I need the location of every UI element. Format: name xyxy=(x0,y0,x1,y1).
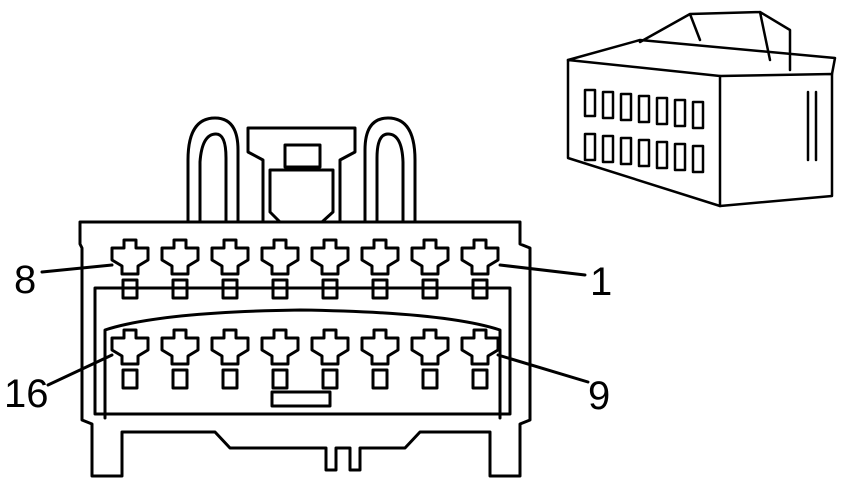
pin-cavity-3 xyxy=(360,238,400,276)
pin-cavity-6-tail xyxy=(221,278,239,300)
iso-cavity xyxy=(601,134,615,164)
pin-cavity-1 xyxy=(460,238,500,276)
pin-cavity-16-tail xyxy=(121,368,139,390)
pin-cavity-10 xyxy=(410,328,450,366)
iso-cavity xyxy=(619,136,633,166)
leader-line-1 xyxy=(498,263,587,277)
pin-cavity-13 xyxy=(260,328,300,366)
pin-row-top xyxy=(110,238,500,300)
latch-arm-left-inner xyxy=(198,132,228,224)
pin-cavity-5 xyxy=(260,238,300,276)
pin-cavity-15 xyxy=(160,328,200,366)
pin-cavity-3-tail xyxy=(371,278,389,300)
lock-tab-window xyxy=(283,143,322,169)
pin-cavity-8 xyxy=(110,238,150,276)
pin-cavity-10-tail xyxy=(421,368,439,390)
inner-frame xyxy=(93,286,512,416)
pin-label-bottom-right: 9 xyxy=(588,374,611,418)
leader-line-16 xyxy=(46,353,114,387)
pin-label-bottom-left: 16 xyxy=(4,372,49,416)
iso-top-face xyxy=(566,38,837,76)
iso-cavity xyxy=(655,140,669,170)
iso-cavity xyxy=(655,96,669,126)
pin-cavity-7 xyxy=(160,238,200,276)
iso-cavity xyxy=(637,94,651,124)
pin-cavity-4-tail xyxy=(321,278,339,300)
pin-cavity-12 xyxy=(310,328,350,366)
pin-cavity-12-tail xyxy=(321,368,339,390)
iso-cavity xyxy=(691,144,705,174)
pin-cavity-8-tail xyxy=(121,278,139,300)
lock-tab-body xyxy=(268,168,335,224)
iso-cavity xyxy=(583,88,597,118)
pin-cavity-14-tail xyxy=(221,368,239,390)
pin-cavity-2 xyxy=(410,238,450,276)
pin-row-bottom xyxy=(110,328,500,390)
pin-cavity-11 xyxy=(360,328,400,366)
pin-cavity-16 xyxy=(110,328,150,366)
connector-iso-view xyxy=(566,10,837,208)
iso-cavity xyxy=(673,142,687,172)
pin-cavity-9-tail xyxy=(471,368,489,390)
cavity-divider xyxy=(103,308,502,420)
pin-cavity-7-tail xyxy=(171,278,189,300)
iso-cavity xyxy=(601,90,615,120)
pin-cavity-14 xyxy=(210,328,250,366)
latch-arm-right xyxy=(363,116,417,224)
pin-cavity-1-tail xyxy=(471,278,489,300)
latch-arm-right-inner xyxy=(375,132,405,224)
iso-cavity xyxy=(673,98,687,128)
iso-side-face xyxy=(718,72,834,208)
keying-slot xyxy=(270,390,332,408)
housing-outline xyxy=(78,220,532,478)
pin-cavity-13-tail xyxy=(271,368,289,390)
pin-cavity-4 xyxy=(310,238,350,276)
iso-cavity xyxy=(583,132,597,162)
pin-label-top-right: 1 xyxy=(590,260,613,304)
pin-label-top-left: 8 xyxy=(14,258,37,302)
latch-arm-left xyxy=(186,116,240,224)
iso-latch xyxy=(638,10,792,72)
pin-cavity-6 xyxy=(210,238,250,276)
lock-tab xyxy=(246,126,357,224)
leader-line-8 xyxy=(40,263,114,274)
pin-cavity-15-tail xyxy=(171,368,189,390)
iso-cavity xyxy=(619,92,633,122)
leader-line-9 xyxy=(496,353,590,384)
pin-cavity-9 xyxy=(460,328,500,366)
iso-cavity xyxy=(637,138,651,168)
pin-cavity-5-tail xyxy=(271,278,289,300)
pin-cavity-2-tail xyxy=(421,278,439,300)
iso-cavity xyxy=(691,100,705,130)
pin-cavity-11-tail xyxy=(371,368,389,390)
